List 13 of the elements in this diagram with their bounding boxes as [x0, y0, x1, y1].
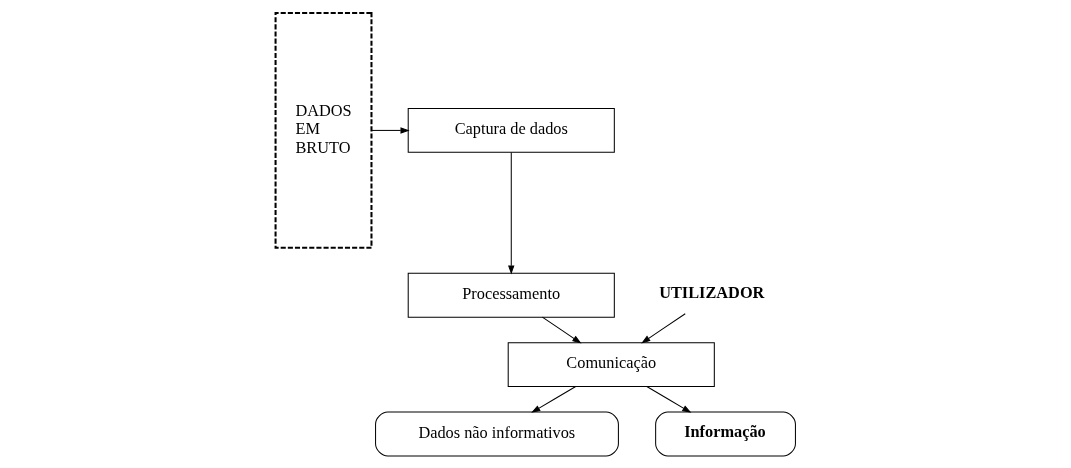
arrow	[531, 385, 577, 413]
node-box: Informação	[655, 411, 796, 456]
node-text: UTILIZADOR	[659, 282, 765, 302]
arrow	[508, 151, 515, 275]
arrow	[371, 126, 410, 134]
arrow	[646, 385, 692, 413]
node-box: Comunicação	[507, 341, 715, 387]
node-box: Dados não informativos	[375, 411, 619, 456]
arrow	[641, 312, 686, 343]
arrow	[541, 316, 582, 343]
node-box: Processamento	[407, 272, 615, 318]
node-box: DADOS EM BRUTO	[274, 11, 373, 249]
node-box: Captura de dados	[407, 107, 615, 153]
